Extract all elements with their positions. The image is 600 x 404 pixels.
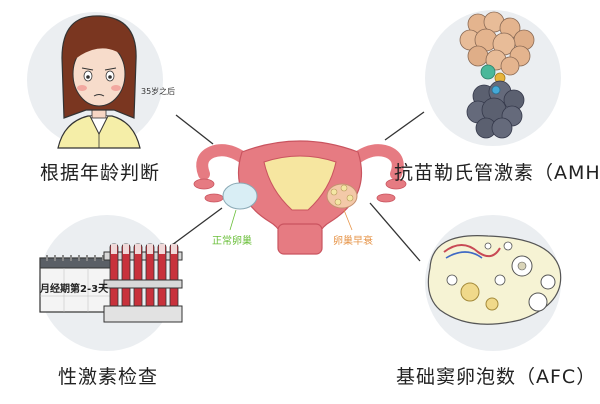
label-age: 根据年龄判断	[40, 162, 161, 184]
normal-ovary	[222, 182, 258, 210]
connector-hormone	[171, 207, 223, 246]
premature-ovary-label: 卵巢早衰	[333, 234, 373, 247]
uterus-icon	[193, 140, 407, 255]
age-note-text: 35岁之后	[141, 86, 175, 96]
protein-molecule-icon	[459, 11, 535, 84]
label-afc: 基础窦卵泡数（AFC）	[396, 366, 597, 388]
label-hormone: 性激素检查	[58, 366, 159, 388]
worried-woman-icon	[57, 15, 141, 149]
calendar-text: 月经期第2-3天	[40, 284, 109, 295]
connector-amh	[384, 111, 425, 141]
blood-tube-rack-icon	[103, 243, 183, 323]
ovary-follicle-icon	[427, 235, 562, 325]
protein-molecule-bottom	[466, 80, 525, 139]
normal-ovary-label: 正常卵巢	[212, 234, 252, 247]
premature-ovary-leader	[343, 209, 353, 231]
connector-age	[175, 114, 214, 145]
normal-ovary-leader	[229, 209, 237, 231]
connector-lines	[171, 111, 425, 262]
label-amh: 抗苗勒氏管激素（AMH）	[394, 162, 600, 184]
connector-afc	[369, 202, 421, 262]
